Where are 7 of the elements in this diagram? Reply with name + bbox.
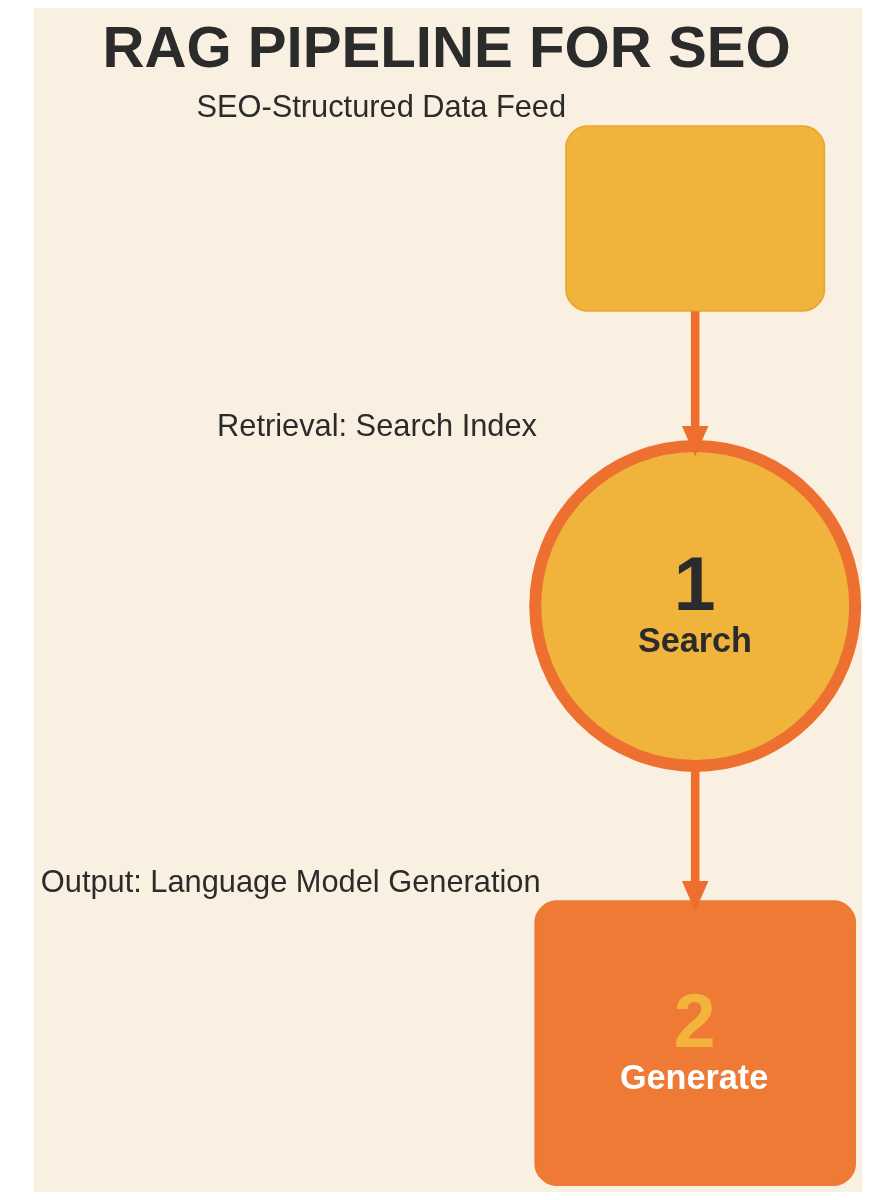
arrow [681, 311, 709, 457]
diagram-title: RAG PIPELINE FOR SEO [102, 13, 791, 79]
node-label: Output: Language Model Generation [40, 863, 541, 899]
node-box: 2 Generate [534, 900, 856, 1186]
node-circle: 1 Search [529, 440, 862, 772]
node-box [565, 125, 826, 312]
node-label: SEO-Structured Data Feed [196, 88, 567, 124]
